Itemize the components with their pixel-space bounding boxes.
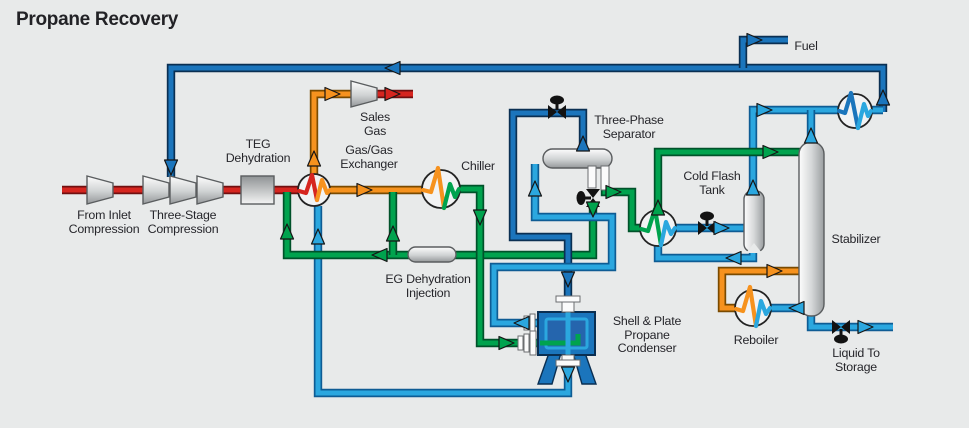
eg-injection-device: [407, 246, 457, 263]
label-three-stage-compression: Three-Stage Compression: [147, 208, 219, 236]
pipe-reboiler-return: [719, 268, 800, 311]
arrow-icon: [498, 335, 515, 351]
equipment-layer: [86, 80, 874, 385]
arrow-icon: [279, 223, 295, 240]
arrow-icon: [713, 220, 730, 236]
reboiler-exchanger-icon: [733, 284, 773, 329]
arrow-icon: [857, 319, 874, 335]
control-valve-icon: [832, 320, 850, 344]
arrow-icon: [324, 86, 341, 102]
pipe-condenser-to-separator: [491, 164, 615, 326]
arrow-icon: [788, 300, 805, 316]
pipe-liquid-storage: [808, 312, 893, 330]
arrow-icon: [585, 201, 601, 218]
arrow-icon: [384, 86, 401, 102]
subcooler-exchanger-icon: [638, 206, 678, 248]
label-teg-dehydration: TEG Dehydration: [225, 137, 291, 165]
arrow-icon: [560, 271, 576, 288]
arrow-icon: [310, 228, 326, 245]
label-sales-gas: Sales Gas: [360, 110, 390, 138]
arrow-icon: [371, 247, 388, 263]
arrow-icon: [527, 180, 543, 197]
label-liquid-to-storage: Liquid To Storage: [832, 346, 880, 374]
three-stage-compressor-icon: [142, 175, 224, 205]
label-chiller: Chiller: [461, 159, 495, 173]
label-three-phase-separator: Three-Phase Separator: [594, 113, 664, 141]
arrow-icon: [725, 250, 742, 266]
arrow-icon: [560, 366, 576, 383]
gas-gas-exchanger-icon: [296, 172, 333, 207]
arrow-icon: [762, 144, 779, 160]
arrow-icon: [756, 102, 773, 118]
sales-gas-compressor-icon: [350, 80, 378, 108]
label-from-inlet-compression: From Inlet Compression: [68, 208, 140, 236]
inlet-compressor-icon: [86, 175, 114, 205]
arrow-icon: [384, 60, 401, 76]
pipe-stabilizer-feed: [655, 149, 800, 212]
flow-arrows: [163, 32, 891, 383]
arrow-icon: [472, 209, 488, 226]
label-reboiler: Reboiler: [733, 333, 779, 347]
arrow-icon: [803, 127, 819, 144]
page-title: Propane Recovery: [16, 9, 179, 30]
pipe-tank-bottoms: [655, 246, 756, 261]
arrow-icon: [385, 225, 401, 242]
arrow-icon: [766, 263, 783, 279]
control-valves: [548, 95, 850, 344]
shell-plate-condenser-vessel: [517, 295, 597, 385]
label-shell-plate-condenser: Shell & Plate Propane Condenser: [612, 314, 682, 356]
pipe-separator-vapor: [510, 110, 586, 298]
arrow-icon: [306, 150, 322, 167]
arrow-icon: [746, 32, 763, 48]
arrow-icon: [875, 89, 891, 106]
arrow-icon: [163, 159, 179, 176]
control-valve-icon: [548, 95, 566, 119]
arrow-icon: [605, 184, 622, 200]
label-eg-dehydration-injection: EG Dehydration Injection: [385, 272, 471, 300]
label-gas-gas-exchanger: Gas/Gas Exchanger: [340, 143, 398, 171]
stabilizer-vessel: [798, 141, 825, 317]
label-fuel: Fuel: [794, 39, 818, 53]
chiller-exchanger-icon: [420, 165, 462, 211]
arrow-icon: [575, 135, 591, 152]
pipe-fuel-branch: [740, 37, 788, 68]
arrow-icon: [745, 179, 761, 196]
teg-dehydration-vessel: [240, 175, 275, 205]
cold-flash-tank-vessel: [743, 190, 765, 253]
overhead-exchanger-icon: [836, 90, 874, 131]
arrow-icon: [513, 315, 530, 331]
label-cold-flash-tank: Cold Flash Tank: [683, 169, 741, 197]
label-stabilizer: Stabilizer: [831, 232, 881, 246]
arrow-icon: [650, 199, 666, 216]
three-phase-separator-vessel: [542, 148, 613, 191]
arrow-icon: [356, 182, 373, 198]
